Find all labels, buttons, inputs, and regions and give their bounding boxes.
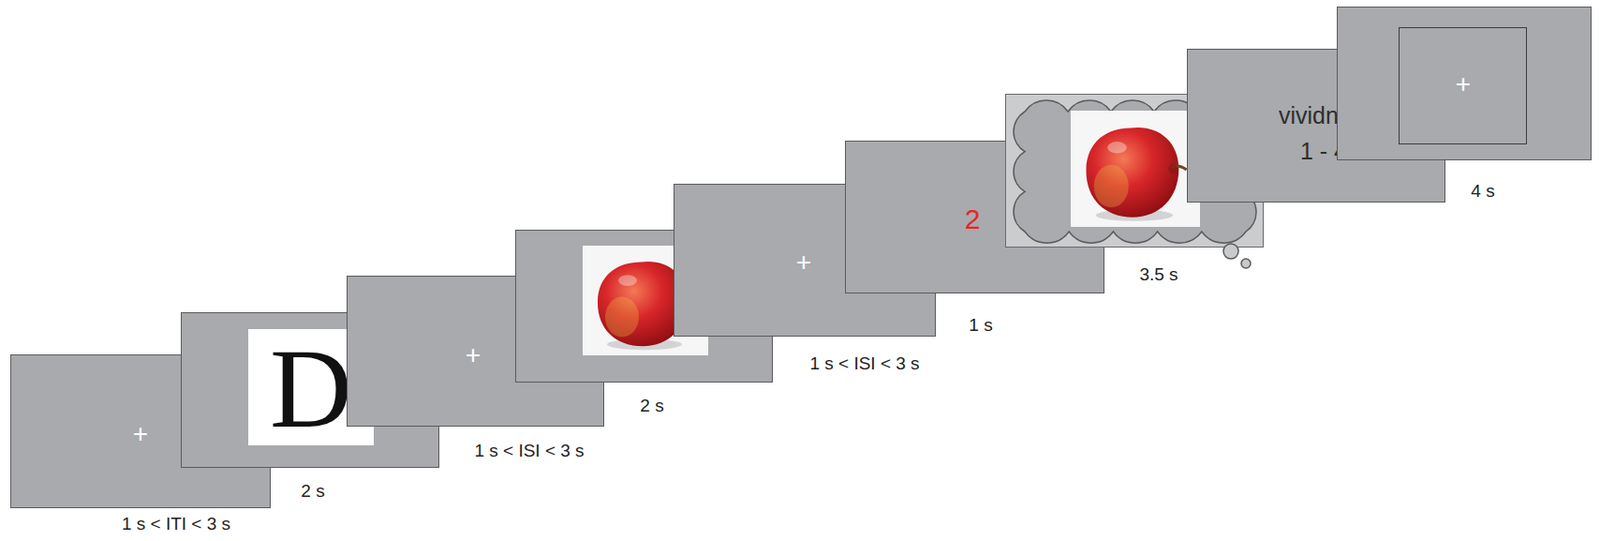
fixation-cross: + xyxy=(465,340,481,371)
duration-label: 3.5 s xyxy=(1139,265,1178,285)
duration-label: 1 s < ISI < 3 s xyxy=(809,354,919,374)
duration-label: 2 s xyxy=(639,396,664,416)
letter-stimulus: D xyxy=(269,331,353,445)
apple-body xyxy=(1085,127,1179,218)
apple-highlight xyxy=(1107,141,1127,153)
duration-label: 1 s xyxy=(968,315,993,336)
thought-bubble xyxy=(1241,258,1251,268)
photo-background xyxy=(1070,110,1200,227)
apple-picture xyxy=(1070,110,1200,227)
apple-streak xyxy=(605,296,639,338)
thought-bubble xyxy=(1223,243,1239,259)
inner-frame: + xyxy=(1398,27,1527,145)
fixation-cross: + xyxy=(796,248,812,278)
duration-label: 1 s < ISI < 3 s xyxy=(474,441,584,461)
apple-streak xyxy=(1094,164,1129,208)
fixation-cross: + xyxy=(133,419,149,449)
duration-label: 4 s xyxy=(1470,181,1495,202)
apple-dimple xyxy=(1168,163,1178,174)
duration-label: 1 s < ITI < 3 s xyxy=(121,514,231,534)
fixation-cross: + xyxy=(1455,70,1471,100)
fixation-screen: 4 s+ xyxy=(1336,6,1592,161)
cue-number: 2 xyxy=(964,203,981,235)
duration-label: 2 s xyxy=(300,481,325,502)
apple-highlight xyxy=(618,274,638,286)
